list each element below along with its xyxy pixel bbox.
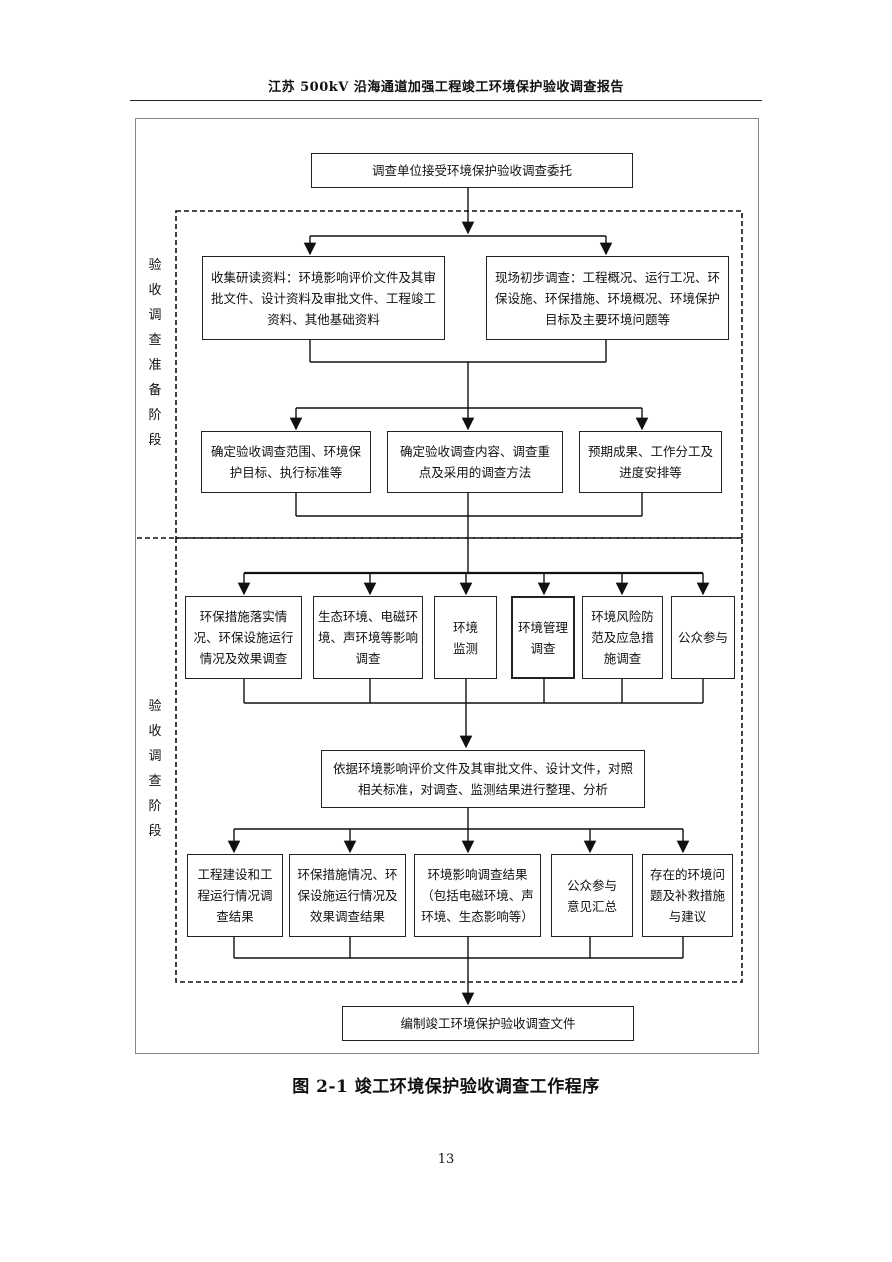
survey-public-box: 公众参与 <box>671 596 735 679</box>
analysis-box: 依据环境影响评价文件及其审批文件、设计文件，对照相关标准，对调查、监测结果进行整… <box>321 750 645 808</box>
result-measures-box: 环保措施情况、环保设施运行情况及效果调查结果 <box>289 854 406 937</box>
header-rule <box>130 100 762 101</box>
result-public-box: 公众参与意见汇总 <box>551 854 633 937</box>
collect-materials-box: 收集研读资料：环境影响评价文件及其审批文件、设计资料及审批文件、工程竣工资料、其… <box>202 256 445 340</box>
scope-box: 确定验收调查范围、环境保护目标、执行标准等 <box>201 431 371 493</box>
content-box: 确定验收调查内容、调查重点及采用的调查方法 <box>387 431 563 493</box>
plan-box: 预期成果、工作分工及进度安排等 <box>579 431 722 493</box>
survey-risk-box: 环境风险防范及应急措施调查 <box>582 596 663 679</box>
survey-impact-box: 生态环境、电磁环境、声环境等影响调查 <box>313 596 423 679</box>
start-box: 调查单位接受环境保护验收调查委托 <box>311 153 633 188</box>
field-survey-box: 现场初步调查：工程概况、运行工况、环保设施、环保措施、环境概况、环境保护目标及主… <box>486 256 729 340</box>
result-issues-box: 存在的环境问题及补救措施与建议 <box>642 854 733 937</box>
phase-label-prep: 验收调查准备阶段 <box>148 258 162 448</box>
result-construction-box: 工程建设和工程运行情况调查结果 <box>187 854 283 937</box>
end-box: 编制竣工环境保护验收调查文件 <box>342 1006 634 1041</box>
survey-management-box: 环境管理调查 <box>511 596 575 679</box>
figure-caption: 图 2-1 竣工环境保护验收调查工作程序 <box>292 1077 600 1097</box>
survey-monitoring-box: 环境监测 <box>434 596 497 679</box>
figure-frame <box>135 118 759 1054</box>
page-number: 13 <box>437 1152 455 1167</box>
survey-measures-box: 环保措施落实情况、环保设施运行情况及效果调查 <box>185 596 302 679</box>
result-impact-box: 环境影响调查结果（包括电磁环境、声环境、生态影响等） <box>414 854 541 937</box>
phase-label-survey: 验收调查阶段 <box>148 699 162 839</box>
survey-phase-region <box>175 538 743 983</box>
page-header: 江苏 500kV 沿海通道加强工程竣工环境保护验收调查报告 <box>268 80 624 95</box>
